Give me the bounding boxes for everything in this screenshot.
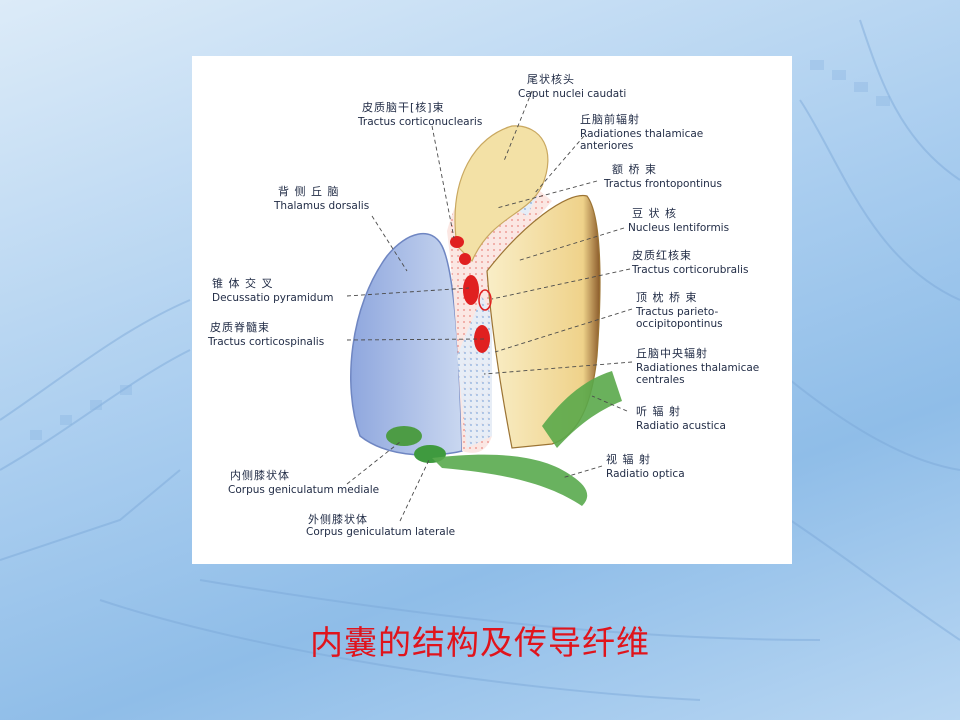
- acoustic-radiation-shape: [542, 371, 622, 448]
- label-corticorub-la: Tractus corticorubralis: [632, 264, 749, 276]
- label-thal-ant-la1: Radiationes thalamicae: [580, 128, 704, 140]
- label-med-gen-la: Corpus geniculatum mediale: [228, 484, 380, 496]
- label-caudate-zh: 尾状核头: [527, 73, 575, 86]
- label-optic-zh: 视 辐 射: [606, 453, 651, 466]
- label-thal-dors-zh: 背 侧 丘 脑: [278, 185, 340, 198]
- medial-geniculate-shape: [386, 426, 422, 446]
- label-thal-cen-zh: 丘脑中央辐射: [636, 347, 708, 360]
- label-decuss-zh: 锥 体 交 叉: [212, 277, 274, 290]
- corticorubral-tract-mark: [478, 289, 492, 311]
- label-corticonuc-la: Tractus corticonuclearis: [358, 116, 483, 128]
- label-caudate-la: Caput nuclei caudati: [518, 88, 627, 100]
- label-acoustic-zh: 听 辐 射: [636, 405, 681, 418]
- corticospinal-tract-mark: [463, 275, 479, 305]
- label-pariet-la1: Tractus parieto-: [636, 306, 719, 318]
- label-pariet-la2: occipitopontinus: [636, 318, 723, 330]
- label-lat-gen-la: Corpus geniculatum laterale: [306, 526, 456, 538]
- label-thal-cen-la2: centrales: [636, 374, 685, 386]
- label-corticorub-zh: 皮质红核束: [632, 249, 692, 262]
- optic-radiation-shape: [432, 454, 588, 506]
- label-thal-ant-zh: 丘脑前辐射: [580, 113, 640, 126]
- lentiform-nucleus-shape: [486, 194, 601, 449]
- corticonuclear-tract-mark: [450, 236, 464, 248]
- label-corticospin-la: Tractus corticospinalis: [208, 336, 325, 348]
- label-frontopont-zh: 额 桥 束: [612, 163, 657, 176]
- label-lat-gen-zh: 外侧膝状体: [308, 513, 368, 526]
- label-lentiform-zh: 豆 状 核: [632, 207, 677, 220]
- internal-capsule-diagram: [346, 90, 633, 522]
- label-corticospin-zh: 皮质脊髓束: [210, 321, 270, 334]
- caudate-head-shape: [454, 125, 549, 263]
- label-decuss-la: Decussatio pyramidum: [212, 292, 334, 304]
- diagram-panel: 尾状核头 Caput nuclei caudati 皮质脑干[核]束 Tract…: [192, 56, 792, 564]
- label-thal-dors-la: Thalamus dorsalis: [274, 200, 370, 212]
- label-pariet-zh: 顶 枕 桥 束: [636, 291, 698, 304]
- label-corticonuc-zh: 皮质脑干[核]束: [362, 101, 445, 114]
- label-thal-ant-la2: anteriores: [580, 140, 634, 152]
- label-med-gen-zh: 内侧膝状体: [230, 469, 290, 482]
- label-lentiform-la: Nucleus lentiformis: [628, 222, 730, 234]
- slide-caption: 内囊的结构及传导纤维: [310, 623, 650, 662]
- thalamus-shape: [350, 232, 463, 456]
- label-frontopont-la: Tractus frontopontinus: [604, 178, 722, 190]
- label-optic-la: Radiatio optica: [606, 468, 685, 480]
- label-acoustic-la: Radiatio acustica: [636, 420, 726, 432]
- label-thal-cen-la1: Radiationes thalamicae: [636, 362, 760, 374]
